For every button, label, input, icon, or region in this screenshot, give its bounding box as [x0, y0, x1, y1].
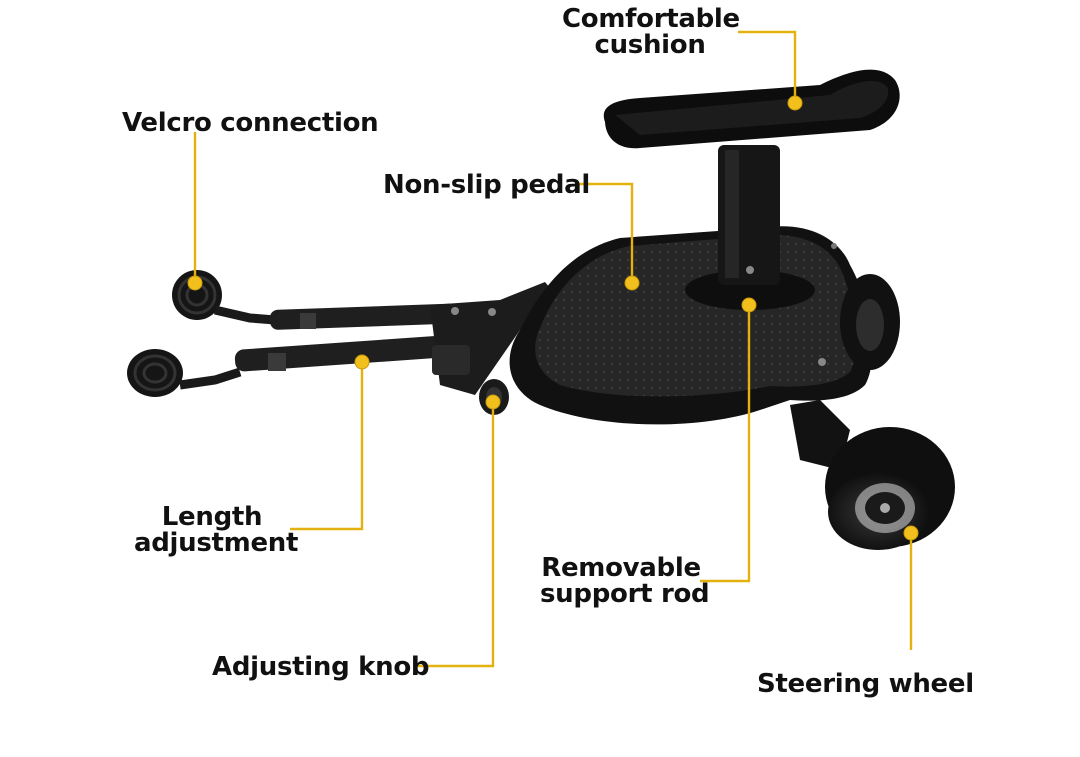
leader-length — [290, 362, 364, 531]
velcro-strap-top — [172, 270, 276, 325]
label-adjusting-knob: Adjusting knob — [212, 652, 430, 682]
seat-assembly — [603, 69, 900, 310]
connector-block — [430, 282, 560, 395]
rear-wheel — [840, 274, 900, 370]
steering-wheel — [790, 400, 955, 550]
velcro-strap-bottom — [127, 349, 242, 397]
dot-support — [741, 297, 757, 313]
label-comfortable-cushion: Comfortable cushion — [562, 4, 740, 60]
label-velcro-connection: Velcro connection — [122, 108, 379, 138]
leader-knob — [415, 402, 495, 668]
board-base — [509, 226, 873, 425]
leader-support — [700, 305, 751, 583]
dot-length — [354, 354, 370, 370]
label-length-adjustment: Length adjustment — [134, 502, 299, 558]
dot-pedal — [624, 275, 640, 291]
telescopic-rods — [234, 303, 470, 372]
label-removable-support-rod: Removable support rod — [540, 553, 710, 609]
marker-dots — [187, 95, 919, 541]
label-non-slip-pedal: Non-slip pedal — [383, 170, 590, 200]
dot-knob — [485, 394, 501, 410]
leader-lines — [193, 30, 913, 668]
dot-velcro — [187, 275, 203, 291]
label-steering-wheel: Steering wheel — [757, 669, 974, 699]
dot-cushion — [787, 95, 803, 111]
leader-pedal — [578, 182, 634, 283]
dot-wheel — [903, 525, 919, 541]
leader-cushion — [738, 30, 797, 103]
